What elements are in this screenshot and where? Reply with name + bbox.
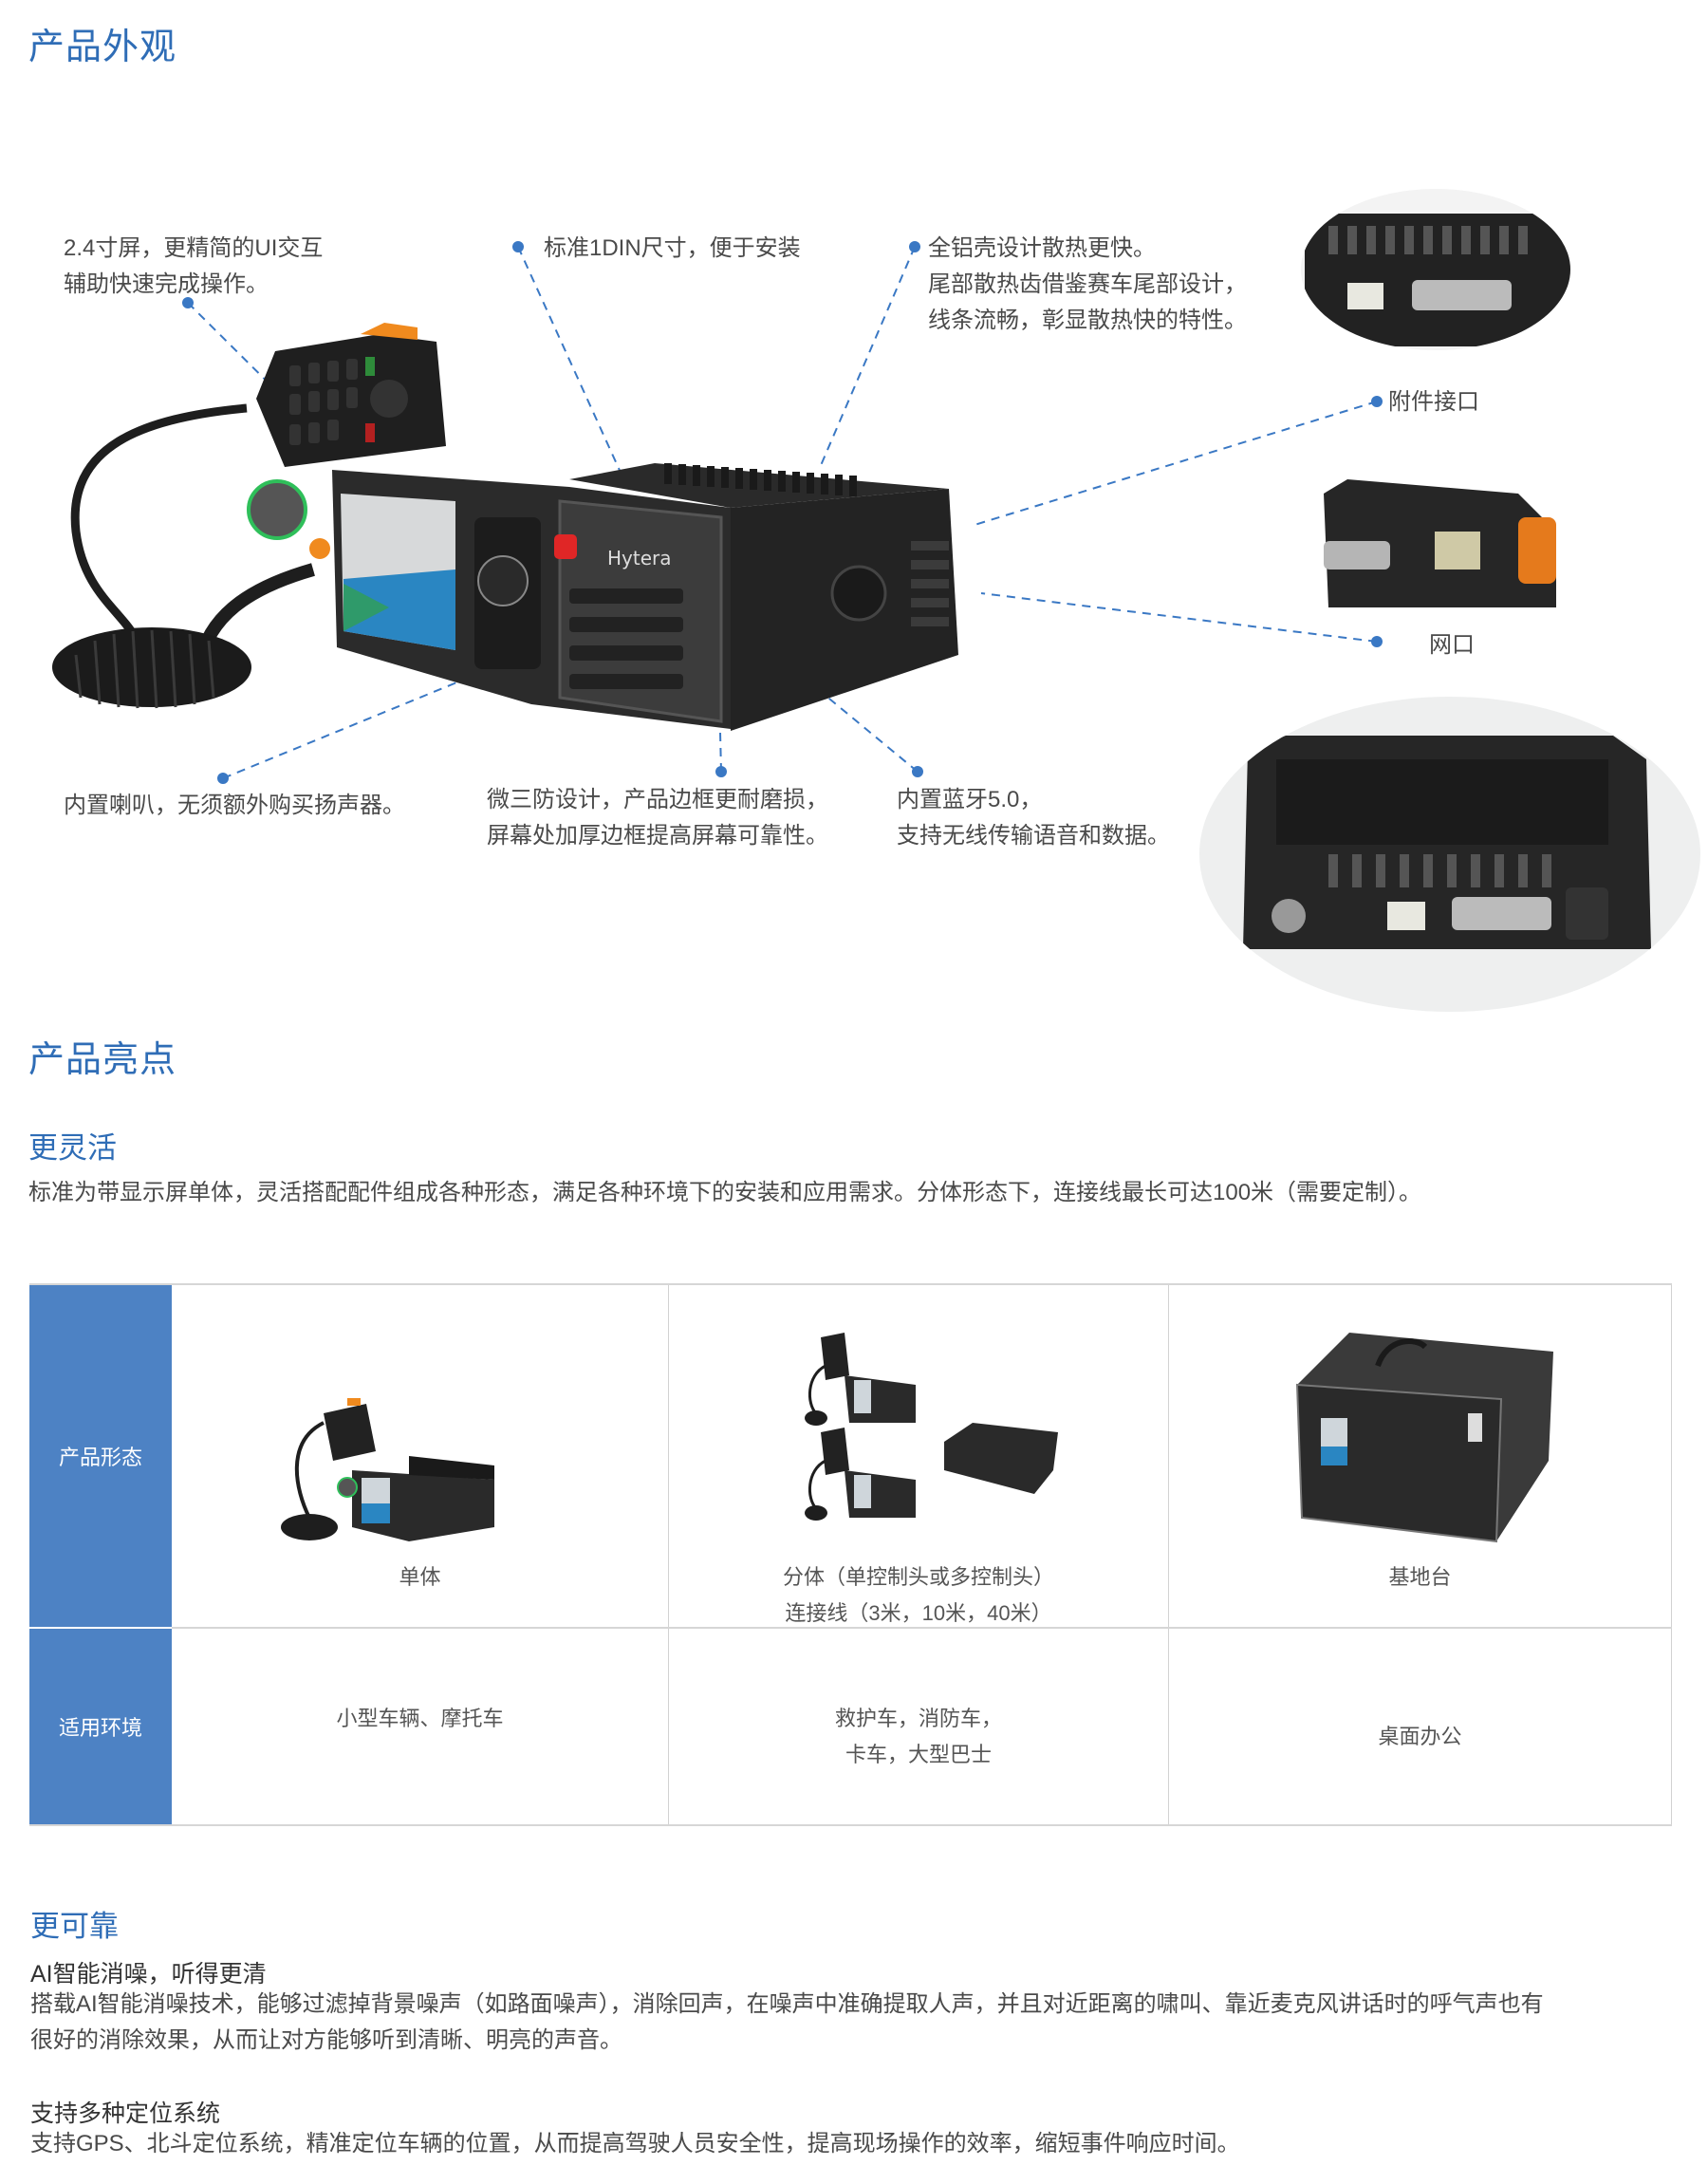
dot-accessory (1371, 396, 1383, 407)
callout-line: 微三防设计，产品边框更耐磨损， (487, 787, 828, 812)
callout-line: 2.4寸屏，更精简的UI交互 (64, 235, 324, 261)
dot-shell (909, 241, 920, 252)
paragraph-line: 很好的消除效果，从而让对方能够听到清晰、明亮的声音。 (30, 2027, 622, 2053)
subsection-title-reliable: 更可靠 (30, 1910, 119, 1943)
form-label: 基地台 (1388, 1565, 1452, 1589)
form-label: 分体（单控制头或多控制头） (782, 1565, 1054, 1589)
callout-line: 内置喇叭，无须额外购买扬声器。 (64, 793, 405, 818)
callout-line: 辅助快速完成操作。 (64, 271, 269, 297)
feature-heading-ai-noise: AI智能消噪，听得更清 (30, 1961, 267, 1988)
form-label: 单体 (399, 1565, 441, 1589)
callout-network-port: 网口 (1429, 632, 1475, 658)
form-cell-split: 分体（单控制头或多控制头） 连接线（3米，10米，40米） (669, 1285, 1169, 1627)
mic-ptt-orange (361, 323, 418, 340)
callout-din: 标准1DIN尺寸，便于安装 (544, 231, 801, 267)
callout-protection: 微三防设计，产品边框更耐磨损， 屏幕处加厚边框提高屏幕可靠性。 (487, 782, 828, 854)
callout-screen: 2.4寸屏，更精简的UI交互 辅助快速完成操作。 (64, 231, 323, 303)
product-appearance-illustration: Hytera (52, 189, 1700, 1012)
network-port-image (1324, 479, 1556, 607)
callout-shell: 全铝壳设计散热更快。 尾部散热齿借鉴赛车尾部设计， 线条流畅，彰显散热快的特性。 (928, 231, 1247, 339)
dot-protection (715, 766, 727, 777)
base-station-image (1295, 1333, 1553, 1543)
callout-line: 内置蓝牙5.0， (897, 787, 1043, 812)
leader-accessory (974, 401, 1378, 526)
leader-speaker (222, 620, 608, 779)
dot-network (1371, 636, 1383, 647)
environment-cell-single: 小型车辆、摩托车 (172, 1629, 669, 1824)
callout-line: 标准1DIN尺寸，便于安装 (544, 235, 801, 261)
dot-speaker (217, 773, 229, 784)
brand-logo: Hytera (607, 547, 672, 569)
product-form-table: 产品形态 适用环境 单体 分体（单控制头或多控制头） 连接线（3米，10米，40… (29, 1283, 1672, 1826)
callout-speaker: 内置喇叭，无须额外购买扬声器。 (64, 788, 405, 824)
feature-text-ai-noise: 搭载AI智能消噪技术，能够过滤掉背景噪声（如路面噪声），消除回声，在噪声中准确提… (30, 1987, 1544, 2059)
callout-accessory-port: 附件接口 (1388, 389, 1479, 415)
environment-label: 桌面办公 (1378, 1725, 1462, 1748)
section-title-appearance: 产品外观 (28, 28, 177, 67)
feature-heading-positioning: 支持多种定位系统 (30, 2100, 221, 2127)
form-cell-base-station: 基地台 (1169, 1285, 1672, 1627)
paragraph-line: 支持GPS、北斗定位系统，精准定位车辆的位置，从而提高驾驶人员安全性，提高现场操… (30, 2131, 1240, 2156)
single-unit-image (281, 1398, 494, 1541)
row-divider (172, 1627, 1672, 1629)
environment-label: 小型车辆、摩托车 (336, 1707, 504, 1730)
dot-screen (182, 297, 194, 308)
dot-bluetooth (912, 766, 923, 777)
callout-line: 尾部散热齿借鉴赛车尾部设计， (928, 271, 1247, 297)
callout-line: 屏幕处加厚边框提高屏幕可靠性。 (487, 823, 828, 849)
callout-line: 支持无线传输语音和数据。 (897, 823, 1170, 849)
section-title-highlights: 产品亮点 (28, 1040, 177, 1080)
environment-label: 卡车，大型巴士 (845, 1743, 992, 1766)
callout-line: 线条流畅，彰显散热快的特性。 (928, 308, 1247, 333)
callout-line: 全铝壳设计散热更快。 (928, 235, 1156, 261)
callout-bluetooth: 内置蓝牙5.0， 支持无线传输语音和数据。 (897, 782, 1170, 854)
split-unit-image (805, 1333, 1058, 1521)
form-cell-single: 单体 (172, 1285, 669, 1627)
environment-cell-split: 救护车，消防车， 卡车，大型巴士 (669, 1629, 1169, 1824)
environment-label: 救护车，消防车， (834, 1707, 1002, 1730)
subsection-title-flexible: 更灵活 (28, 1131, 117, 1165)
flexible-description: 标准为带显示屏单体，灵活搭配配件组成各种形态，满足各种环境下的安装和应用需求。分… (28, 1180, 1422, 1205)
leader-shell (818, 246, 916, 471)
mobile-radio-image: Hytera (52, 323, 958, 731)
leader-dots (182, 241, 1383, 784)
coiled-cord (52, 627, 251, 707)
paragraph-line: 搭载AI智能消噪技术，能够过滤掉背景噪声（如路面噪声），消除回声，在噪声中准确提… (30, 1991, 1544, 2017)
dot-din (512, 241, 524, 252)
leader-din (517, 246, 622, 476)
power-button (554, 534, 577, 559)
form-label: 连接线（3米，10米，40米） (785, 1601, 1052, 1625)
row-header-form: 产品形态 (29, 1285, 172, 1627)
rear-panel-image (1301, 189, 1570, 350)
volume-knob (247, 479, 307, 540)
feature-text-positioning: 支持GPS、北斗定位系统，精准定位车辆的位置，从而提高驾驶人员安全性，提高现场操… (30, 2126, 1240, 2162)
row-header-environment: 适用环境 (29, 1629, 172, 1824)
leader-network (980, 592, 1378, 643)
environment-cell-base-station: 桌面办公 (1169, 1629, 1672, 1824)
radio-back-image (1243, 736, 1651, 949)
